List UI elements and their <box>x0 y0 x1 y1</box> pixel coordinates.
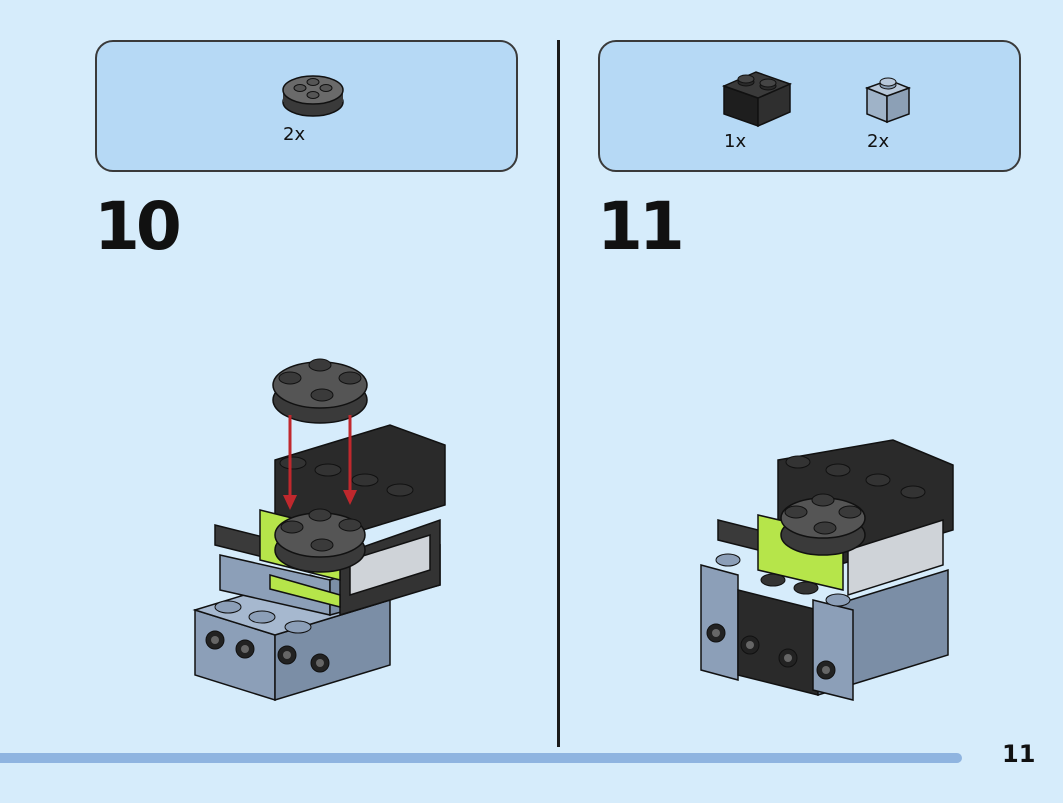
step-10-model-illustration <box>192 358 446 702</box>
part-quantity: 1x <box>724 131 747 152</box>
parts-callout-step-10: 2x <box>95 40 518 172</box>
step-number: 10 <box>94 188 182 265</box>
step-number: 11 <box>597 188 685 265</box>
step-divider <box>557 40 560 747</box>
progress-bar <box>0 753 962 763</box>
parts-callout-step-11: 1x 2x <box>598 40 1021 172</box>
part-quantity: 2x <box>867 131 890 152</box>
part-quantity: 2x <box>283 124 306 145</box>
brick-1x1-sand-blue-icon <box>864 77 912 124</box>
step-11-model-illustration <box>700 439 954 701</box>
page-number: 11 <box>1002 740 1036 768</box>
brick-1x2-black-icon <box>721 71 793 128</box>
round-plate-2x2-dark-grey-icon <box>282 75 344 117</box>
